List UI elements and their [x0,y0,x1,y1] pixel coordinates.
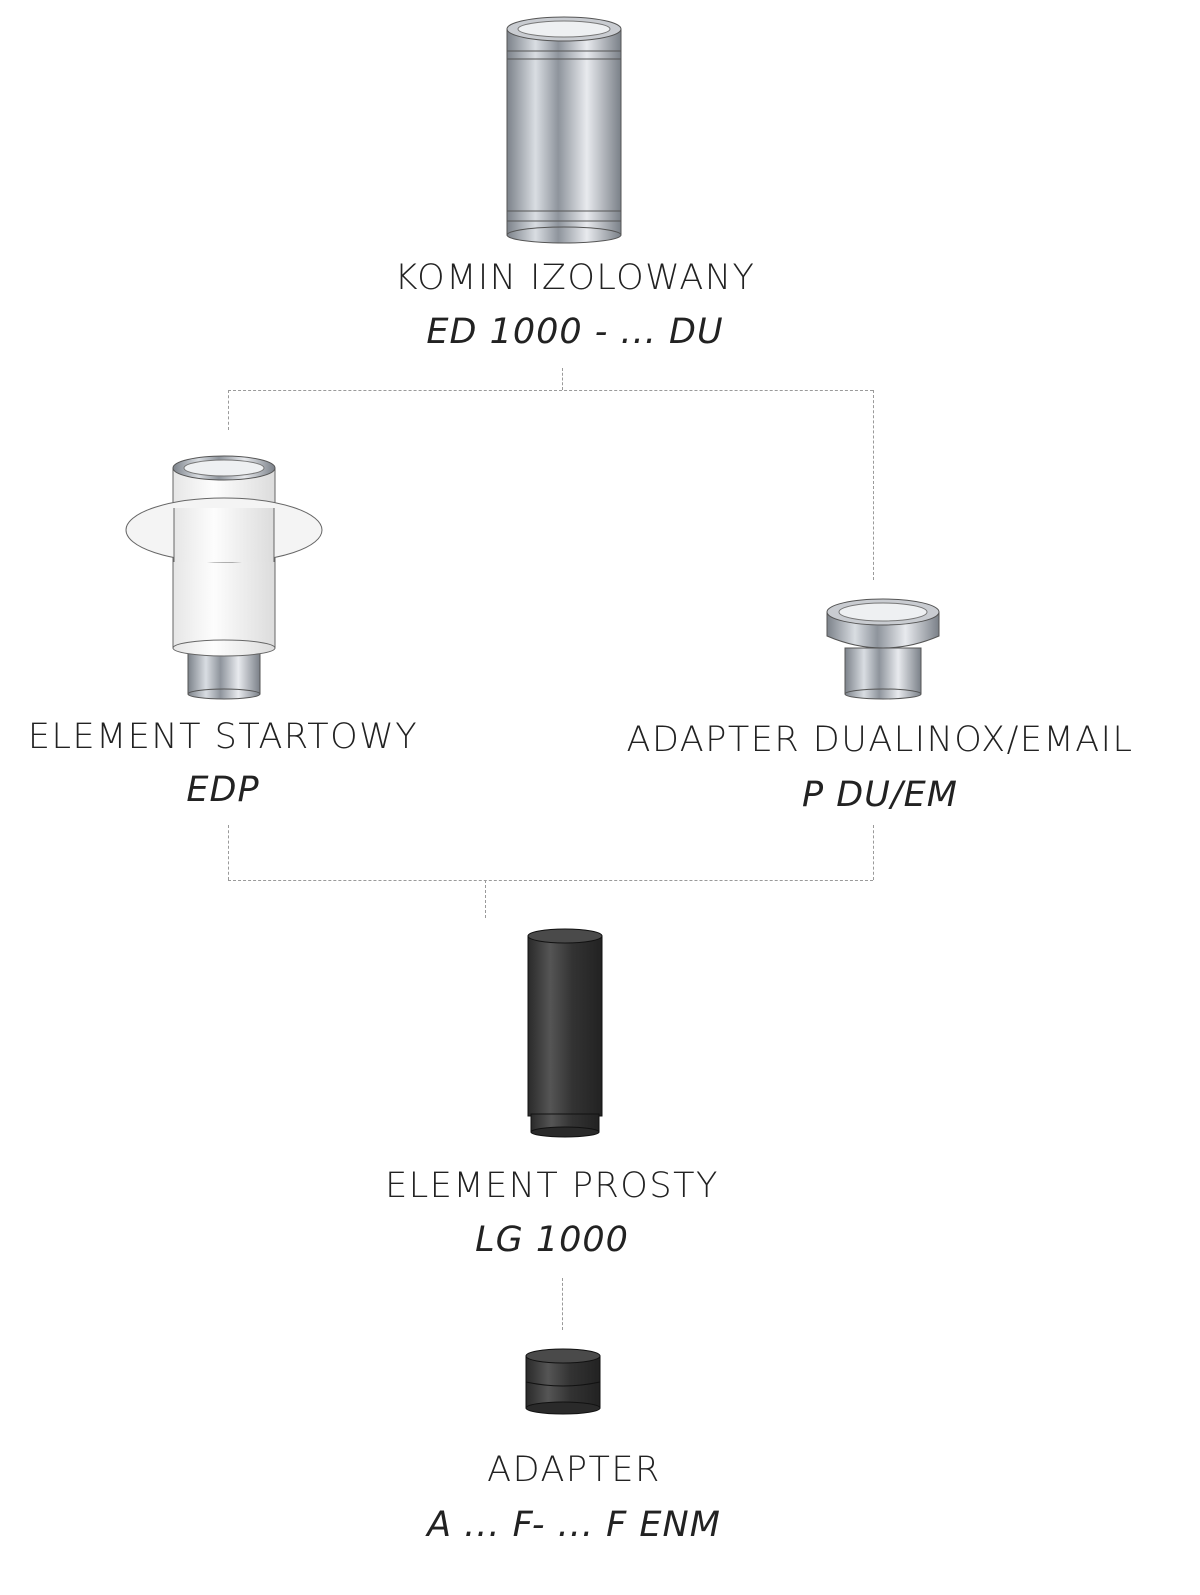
node-label-element-prosty: ELEMENT PROSTY [385,1166,719,1206]
node-code-element-prosty: LG 1000 [475,1220,629,1260]
connector-line [228,880,873,881]
starter-element-image [125,455,323,700]
connector-line [228,825,229,880]
connector-line [485,880,486,918]
connector-line [562,368,563,390]
dualinox-email-adapter-image [826,598,940,700]
adapter-image [525,1348,601,1415]
node-label-element-startowy: ELEMENT STARTOWY [27,717,419,757]
node-code-adapter: A ... F- ... F ENM [427,1505,721,1545]
connector-line [228,390,873,391]
node-label-adapter: ADAPTER [487,1450,661,1490]
node-label-komin-izolowany: KOMIN IZOLOWANY [394,258,756,298]
node-label-adapter-dualinox-email: ADAPTER DUALINOX/EMAIL [626,720,1134,760]
connector-line [873,390,874,580]
connector-line [228,390,229,430]
connector-line [562,1278,563,1330]
insulated-chimney-image [506,16,622,244]
node-code-komin-izolowany: ED 1000 - ... DU [426,312,724,352]
node-code-element-startowy: EDP [186,770,260,810]
connector-line [873,825,874,880]
node-code-adapter-dualinox-email: P DU/EM [802,775,958,815]
straight-element-image [527,928,603,1138]
